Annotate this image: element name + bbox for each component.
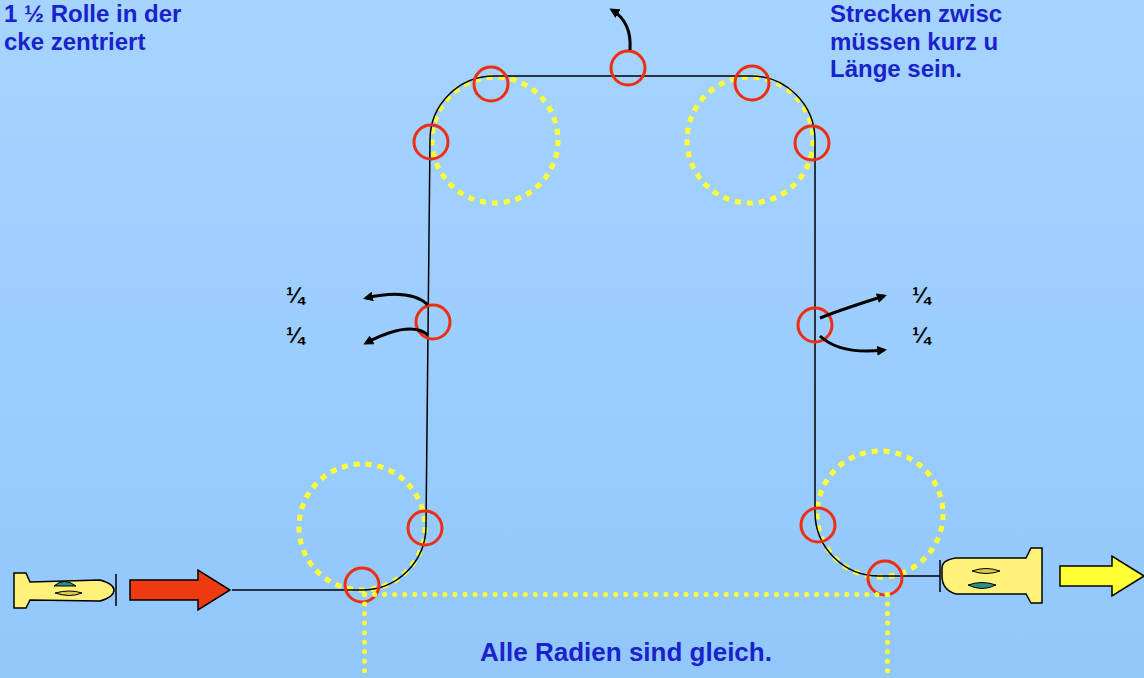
- fraction-label: ¼: [286, 283, 304, 308]
- note-text: Strecken zwisc müssen kurz u Länge sein.: [830, 0, 1062, 83]
- marker-circles: [345, 51, 902, 602]
- fraction-label: ¼: [286, 323, 304, 348]
- radius-circles: [299, 77, 943, 590]
- airplane-right: [940, 548, 1042, 603]
- fraction-label: ¼: [912, 323, 930, 348]
- note-text: 1 ½ Rolle in der cke zentriert: [4, 0, 209, 55]
- airplane-left: [14, 573, 116, 608]
- flight-path: [232, 76, 940, 590]
- note-text: Alle Radien sind gleich.: [367, 637, 885, 668]
- entry-arrow: [130, 570, 230, 610]
- note-box: Alle Radien sind gleich.: [362, 592, 890, 678]
- roll-arrows: [366, 10, 884, 351]
- fraction-label: ¼: [912, 283, 930, 308]
- exit-arrow: [1060, 556, 1144, 596]
